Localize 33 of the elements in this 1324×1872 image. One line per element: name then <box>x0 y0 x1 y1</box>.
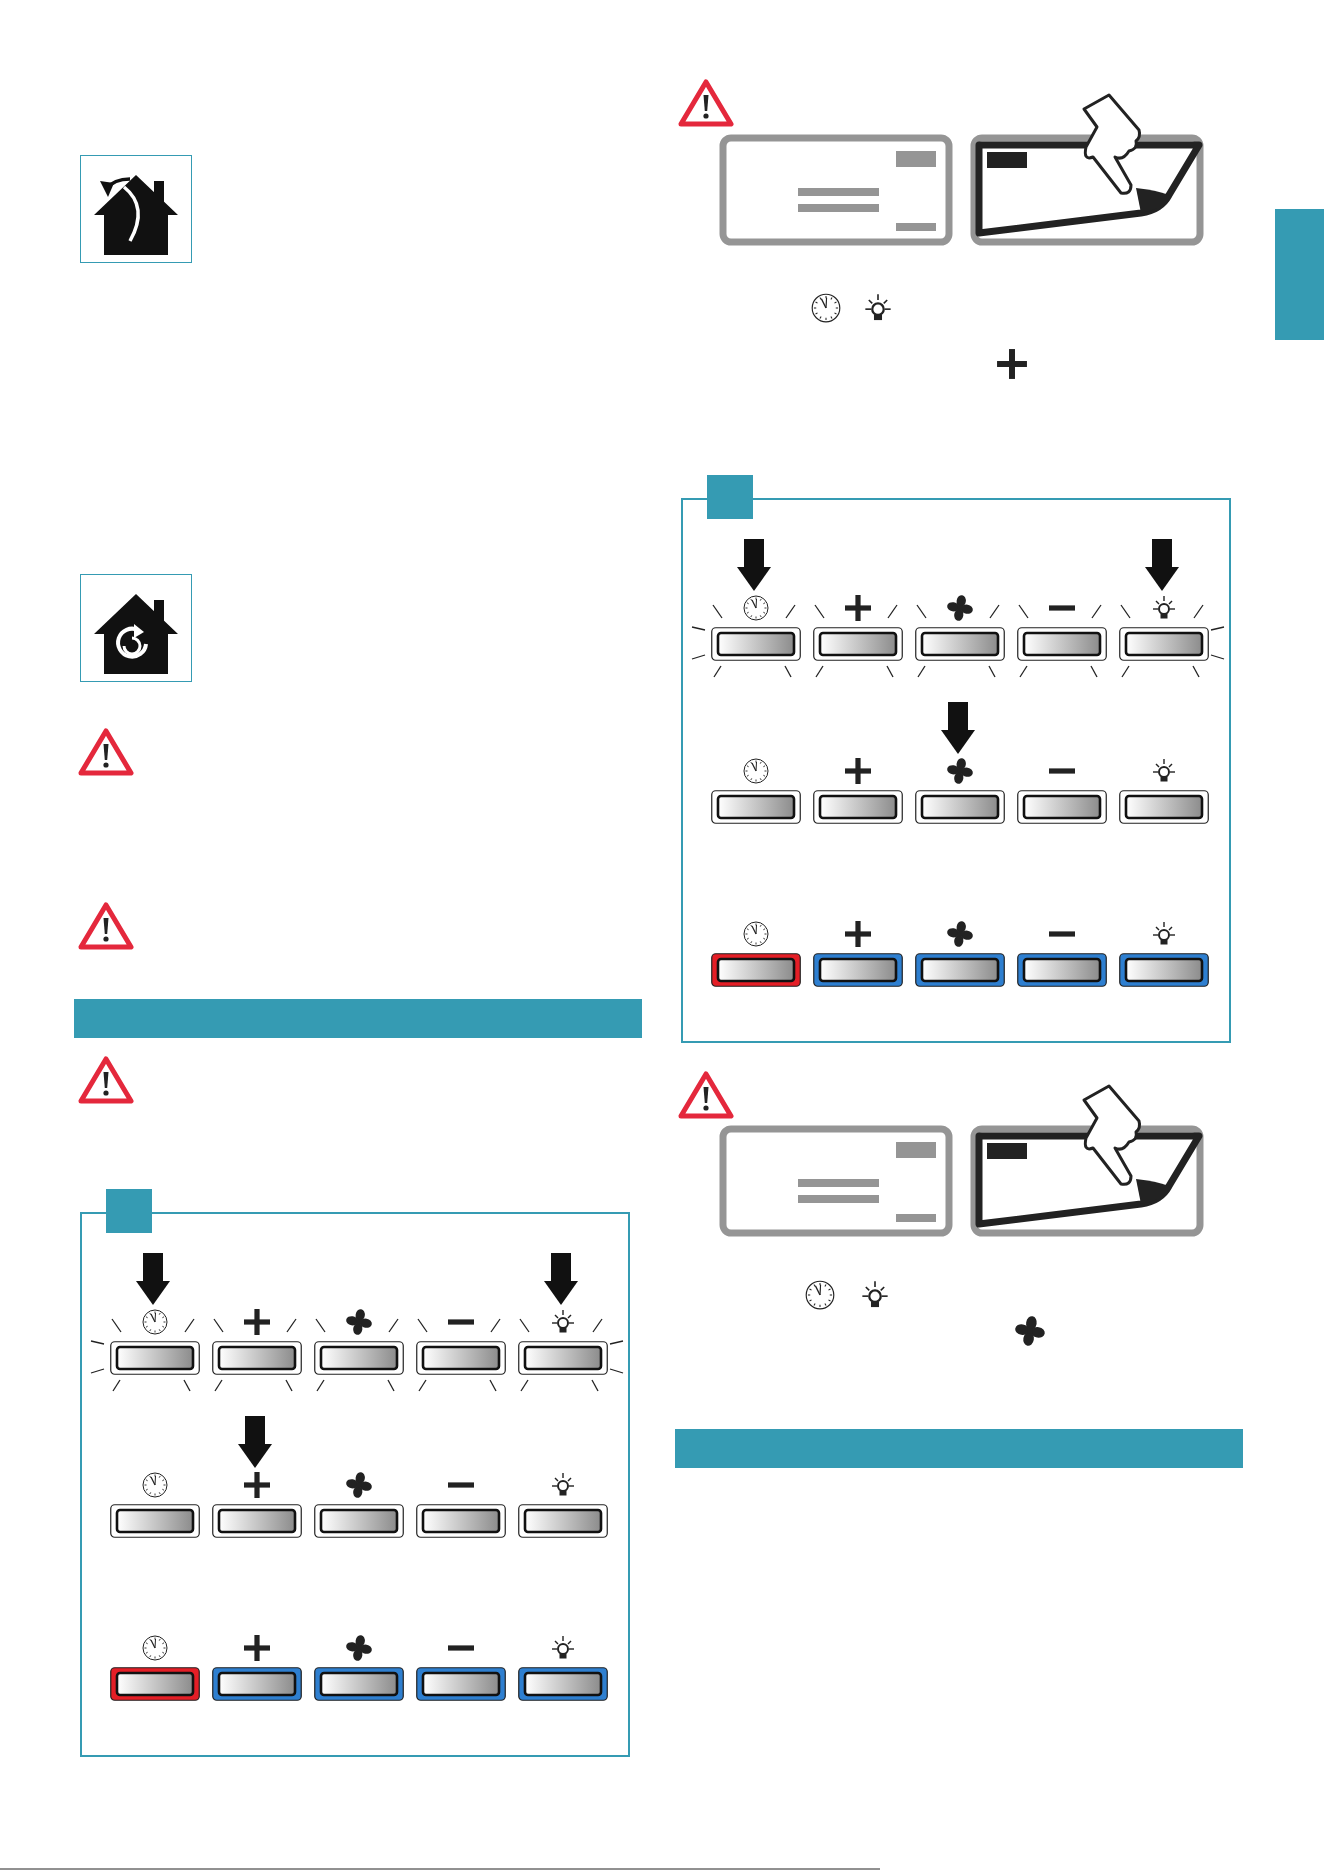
control-button <box>1119 919 1209 987</box>
control-button <box>813 919 903 987</box>
control-button <box>915 593 1005 661</box>
control-button <box>711 593 801 661</box>
press-arrow <box>737 539 771 591</box>
control-button <box>1119 593 1209 661</box>
control-button <box>711 919 801 987</box>
press-arrow <box>544 1253 578 1305</box>
control-button <box>110 1307 200 1375</box>
control-button <box>813 593 903 661</box>
press-arrow <box>1145 539 1179 591</box>
control-button <box>915 919 1005 987</box>
step-panel <box>80 1212 630 1757</box>
control-button <box>813 756 903 824</box>
press-arrow <box>238 1416 272 1468</box>
control-button <box>212 1470 302 1538</box>
control-button <box>518 1470 608 1538</box>
control-button <box>314 1633 404 1701</box>
control-button <box>518 1633 608 1701</box>
control-button <box>314 1307 404 1375</box>
press-arrow <box>136 1253 170 1305</box>
control-button <box>212 1633 302 1701</box>
control-button <box>711 756 801 824</box>
side-tab <box>1275 209 1324 340</box>
control-button <box>212 1307 302 1375</box>
press-arrow <box>941 702 975 754</box>
step-panel <box>681 498 1231 1043</box>
control-button <box>314 1470 404 1538</box>
control-button <box>110 1633 200 1701</box>
control-button <box>518 1307 608 1375</box>
control-button <box>1119 756 1209 824</box>
control-button <box>110 1470 200 1538</box>
control-button <box>915 756 1005 824</box>
